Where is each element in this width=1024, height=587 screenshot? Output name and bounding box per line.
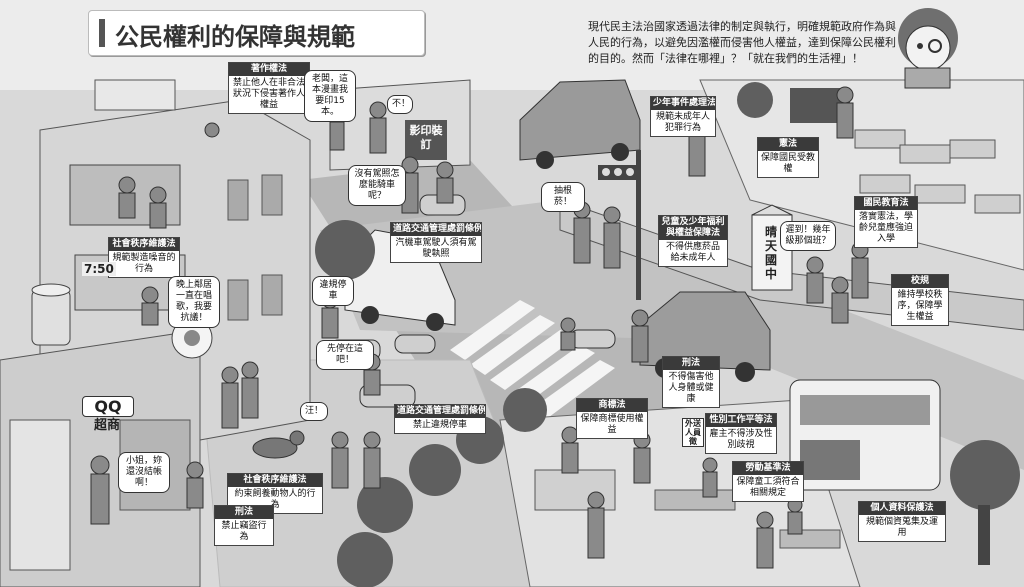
label-head: 性別工作平等法: [706, 414, 776, 427]
label-head: 刑法: [215, 506, 273, 519]
narrator-girl: [898, 8, 958, 89]
label-head: 道路交通管理處罰條例: [395, 405, 486, 418]
label-body: 規範未成年人犯罪行為: [655, 112, 710, 133]
label-body: 禁止違規停車: [412, 420, 467, 430]
label-head: 勞動基準法: [733, 462, 803, 475]
label-body: 雇主不得涉及性別歧視: [709, 429, 773, 450]
label-body: 不得供應菸品給未成年人: [665, 242, 720, 263]
label-body: 不得傷害他人身體或健康: [668, 372, 714, 404]
label-constitution: 憲法 保障國民受教權: [757, 137, 819, 178]
speech-bubble-park-here: 先停在這吧！: [316, 340, 374, 370]
speech-bubble-noise: 晚上鄰居一直在唱歌，我要抗議！: [168, 276, 220, 328]
store-sign-bottom: 超商: [93, 418, 120, 433]
label-head: 道路交通管理處罰條例: [391, 223, 482, 236]
page-title: 公民權利的保障與規範: [115, 23, 355, 51]
dog: [252, 430, 305, 459]
convenience-store: [0, 329, 201, 587]
label-road-traffic-act-license: 道路交通管理處罰條例 汽機車駕駛人須有駕駛執照: [390, 222, 482, 263]
speech-bubble-theft: 小姐，妳還沒結帳啊！: [118, 452, 170, 493]
print-shop-sign: 影印裝訂: [409, 124, 443, 151]
bus: [789, 379, 941, 491]
label-head: 憲法: [758, 138, 818, 151]
police-badge: [171, 317, 213, 359]
label-school-rules: 校規 維持學校秩序，保障學生權益: [891, 274, 949, 326]
speech-bubble-no: 不！: [387, 95, 413, 114]
label-road-traffic-act-parking: 道路交通管理處罰條例 禁止違規停車: [394, 404, 486, 434]
label-head: 社會秩序維護法: [228, 474, 322, 487]
label-criminal-code-injury: 刑法 不得傷害他人身體或健康: [662, 356, 720, 408]
label-head: 少年事件處理法: [651, 97, 716, 110]
speech-bubble-smoke: 抽根菸！: [541, 182, 585, 212]
traffic-light: [598, 150, 641, 300]
speech-bubble-illegal-parking: 違規停車: [312, 276, 354, 306]
label-gender-equality-act: 性別工作平等法 雇主不得涉及性別歧視: [705, 413, 777, 454]
speech-bubble-late: 遲到！幾年級那個班？: [780, 221, 836, 251]
label-copyright-act: 著作權法 禁止他人在非合法狀況下侵害著作人權益: [228, 62, 310, 114]
hiring-sign: 外送人員徵: [682, 418, 704, 447]
label-head: 商標法: [577, 399, 647, 412]
print-shop: [329, 79, 471, 171]
title-accent-bar: [99, 19, 105, 47]
label-body: 保障國民受教權: [761, 153, 816, 174]
label-juvenile-act: 少年事件處理法 規範未成年人犯罪行為: [650, 96, 716, 137]
label-body: 規範個資蒐集及運用: [865, 517, 938, 538]
label-body: 落實憲法，學齡兒童應強迫入學: [858, 212, 913, 244]
label-body: 規範製造噪音的行為: [112, 253, 176, 274]
school-gate-sign: 晴天國中: [764, 225, 777, 281]
label-personal-data-act: 個人資料保護法 規範個資蒐集及運用: [858, 501, 946, 542]
label-head: 國民教育法: [855, 197, 917, 210]
trees: [315, 82, 1020, 587]
speech-bubble-print: 老闆，這本漫畫我要印15本。: [304, 70, 356, 122]
speech-bubble-bark: 汪！: [300, 402, 328, 421]
label-head: 校規: [892, 275, 948, 288]
label-compulsory-education-act: 國民教育法 落實憲法，學齡兒童應強迫入學: [854, 196, 918, 248]
water-tank: [31, 283, 71, 346]
table-1: [654, 489, 736, 511]
store-sign-top: QQ: [82, 396, 134, 417]
intro-text: 現代民主法治國家透過法律的制定與執行，明確規範政府作為與人民的行為，以避免因濫權…: [588, 20, 896, 65]
label-head: 著作權法: [229, 63, 309, 76]
label-body: 禁止他人在非合法狀況下侵害著作人權益: [232, 78, 305, 110]
speech-bubble-license: 沒有駕照怎麼能騎車呢？: [348, 165, 406, 206]
label-body: 保障商標使用權益: [580, 414, 644, 435]
label-head: 刑法: [663, 357, 719, 370]
label-criminal-code-theft: 刑法 禁止竊盜行為: [214, 505, 274, 546]
title-box: 公民權利的保障與規範: [88, 10, 425, 56]
label-body: 禁止竊盜行為: [221, 521, 267, 542]
label-labor-standards-act: 勞動基準法 保障童工須符合相關規定: [732, 461, 804, 502]
label-head: 兒童及少年福利與權益保障法: [659, 216, 727, 240]
alarm-clock-display: 7:50: [82, 262, 116, 276]
bus-screen: [800, 440, 860, 480]
label-social-order-act-noise: 社會秩序維護法 規範製造噪音的行為: [108, 237, 180, 278]
label-child-welfare-act: 兒童及少年福利與權益保障法 不得供應菸品給未成年人: [658, 215, 728, 267]
label-trademark-act: 商標法 保障商標使用權益: [576, 398, 648, 439]
label-body: 汽機車駕駛人須有駕駛執照: [395, 238, 477, 259]
car-top: [519, 79, 641, 169]
label-body: 維持學校秩序，保障學生權益: [897, 290, 943, 322]
print-sign-box: [405, 120, 447, 160]
label-head: 社會秩序維護法: [109, 238, 179, 251]
label-body: 保障童工須符合相關規定: [736, 477, 800, 498]
label-body: 約束飼養動物人的行為: [234, 489, 316, 510]
label-head: 個人資料保護法: [859, 502, 945, 515]
